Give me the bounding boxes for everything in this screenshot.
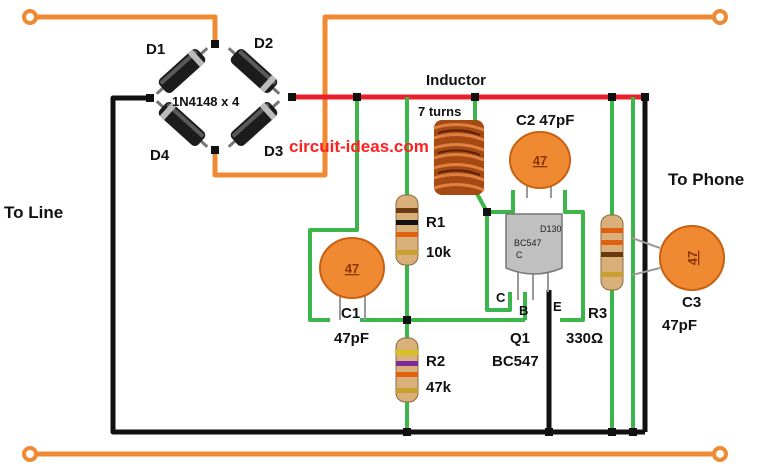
label-r3-value: 330Ω bbox=[566, 330, 603, 347]
line-wire-top-left bbox=[34, 14, 218, 44]
c2-right-wire bbox=[560, 190, 585, 322]
terminal-phone-bottom bbox=[712, 446, 728, 462]
ground-bus bbox=[110, 95, 645, 435]
label-q1-part: BC547 bbox=[492, 353, 539, 370]
ground-wires bbox=[110, 95, 648, 435]
label-c1: C1 bbox=[341, 305, 360, 322]
terminal-line-top bbox=[22, 9, 38, 25]
label-c1-value: 47pF bbox=[334, 330, 369, 347]
diode-d2 bbox=[227, 47, 281, 95]
label-d3: D3 bbox=[264, 143, 283, 160]
terminals bbox=[22, 9, 728, 462]
collector-wire bbox=[485, 212, 512, 312]
line-wires bbox=[34, 14, 716, 457]
resistor-r2 bbox=[395, 337, 419, 403]
capacitor-c3: 47 bbox=[631, 225, 725, 291]
c2-code: 47 bbox=[533, 153, 547, 168]
label-pin-c: C bbox=[496, 290, 506, 305]
c3-code: 47 bbox=[685, 251, 700, 265]
resistor-r3 bbox=[600, 214, 624, 291]
capacitor-c1: 47 bbox=[319, 237, 385, 320]
junctions bbox=[146, 40, 649, 436]
transistor-code: D130 bbox=[540, 224, 562, 234]
capacitor-c2: 47 bbox=[509, 131, 571, 198]
label-d2: D2 bbox=[254, 35, 273, 52]
label-r2-value: 47k bbox=[426, 379, 452, 396]
terminal-line-bottom bbox=[22, 446, 38, 462]
label-to-line: To Line bbox=[4, 203, 63, 222]
label-d1: D1 bbox=[146, 41, 165, 58]
watermark: circuit-ideas.com bbox=[289, 137, 429, 156]
label-r2: R2 bbox=[426, 353, 445, 370]
line-wire-top-right bbox=[212, 14, 716, 178]
label-c2: C2 47pF bbox=[516, 112, 574, 129]
label-r1-value: 10k bbox=[426, 244, 452, 261]
label-r3: R3 bbox=[588, 305, 607, 322]
label-c3: C3 bbox=[682, 294, 701, 311]
signal-wires bbox=[308, 97, 635, 432]
diode-d4 bbox=[155, 100, 209, 148]
label-d4: D4 bbox=[150, 147, 170, 164]
label-pin-b: B bbox=[519, 303, 528, 318]
label-q1: Q1 bbox=[510, 330, 530, 347]
label-to-phone: To Phone bbox=[668, 170, 744, 189]
transistor-marking: BC547 bbox=[514, 238, 542, 248]
resistor-r1 bbox=[395, 194, 419, 266]
label-pin-e: E bbox=[553, 299, 562, 314]
c1-code: 47 bbox=[345, 261, 359, 276]
diode-d1 bbox=[155, 47, 209, 95]
inductor-coil bbox=[433, 120, 485, 195]
c2-left-wire bbox=[487, 190, 515, 214]
label-inductor: Inductor bbox=[426, 72, 486, 89]
label-turns: 7 turns bbox=[418, 104, 461, 119]
c1-top-wire bbox=[308, 97, 359, 322]
transistor-q1: D130 BC547 C bbox=[505, 213, 563, 300]
transistor-suffix: C bbox=[516, 250, 523, 260]
diode-bridge bbox=[155, 47, 281, 148]
label-r1: R1 bbox=[426, 214, 445, 231]
label-c3-value: 47pF bbox=[662, 317, 697, 334]
terminal-phone-top bbox=[712, 9, 728, 25]
diode-d3 bbox=[227, 100, 281, 148]
label-diode-part: 1N4148 x 4 bbox=[172, 94, 240, 109]
